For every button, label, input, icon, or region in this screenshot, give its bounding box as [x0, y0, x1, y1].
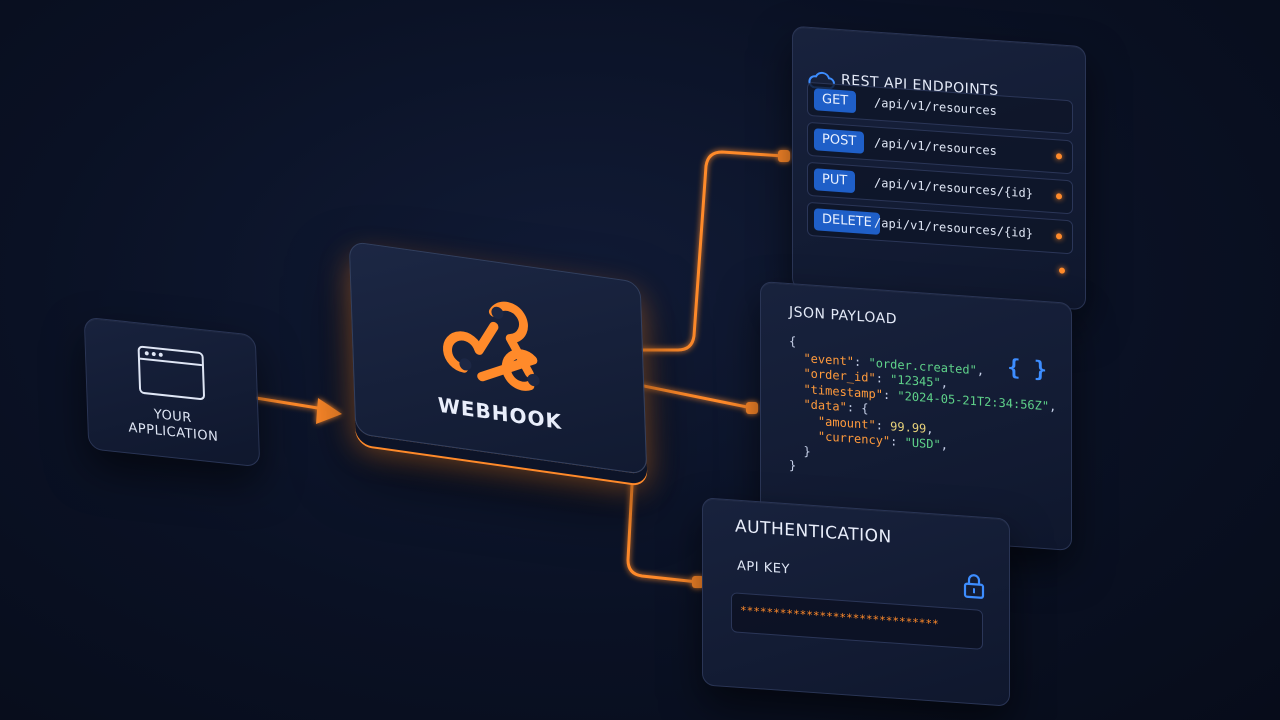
connector-rest: [778, 150, 790, 162]
status-dot: [1056, 153, 1062, 160]
arrowhead: [316, 398, 342, 424]
auth-title: AUTHENTICATION: [735, 516, 892, 548]
endpoint-path: /api/v1/resources/{id}: [874, 175, 1033, 201]
json-punct: }: [789, 458, 797, 473]
api-key-value: ******************************: [740, 603, 939, 631]
authentication-panel: AUTHENTICATION API KEY *****************…: [702, 497, 1010, 707]
rest-api-panel: REST API ENDPOINTS GET /api/v1/resources…: [792, 25, 1086, 311]
wire-webhook-to-rest: [638, 150, 786, 352]
json-value: "12345": [890, 372, 941, 390]
connector-json: [746, 402, 758, 414]
method-badge: POST: [814, 128, 865, 154]
method-badge: PUT: [814, 168, 856, 194]
webhook-logo-icon: [443, 301, 540, 391]
endpoint-path: /api/v1/resources: [874, 135, 997, 159]
json-value: {: [861, 401, 869, 416]
json-code-block: { "event": "order.created", "order_id": …: [789, 334, 1056, 492]
json-punct: }: [803, 443, 811, 459]
api-key-field[interactable]: ******************************: [731, 592, 983, 650]
json-value: "USD": [904, 435, 941, 452]
lock-icon: [963, 574, 985, 599]
json-value: 99.99: [890, 418, 927, 436]
status-dot: [1056, 233, 1062, 240]
json-punct: {: [789, 334, 797, 349]
webhook-block: WEBHOOK: [348, 240, 648, 476]
api-key-label: API KEY: [737, 558, 790, 578]
method-badge: GET: [814, 88, 857, 114]
connector-auth: [692, 576, 704, 588]
json-key: "event": [803, 350, 855, 369]
status-dot: [1056, 193, 1062, 200]
endpoint-path: /api/v1/resources: [874, 95, 997, 119]
endpoint-path: /api/v1/resources/{id}: [874, 215, 1033, 241]
application-label: YOUR APPLICATION: [128, 407, 219, 445]
json-key: "data": [803, 397, 847, 415]
method-badge: DELETE: [814, 208, 880, 235]
browser-window-icon: [137, 345, 206, 401]
your-application-card: YOUR APPLICATION: [83, 316, 261, 468]
json-title: JSON PAYLOAD: [789, 304, 897, 328]
status-dot: [1059, 267, 1065, 274]
wire-webhook-to-json: [622, 380, 754, 410]
